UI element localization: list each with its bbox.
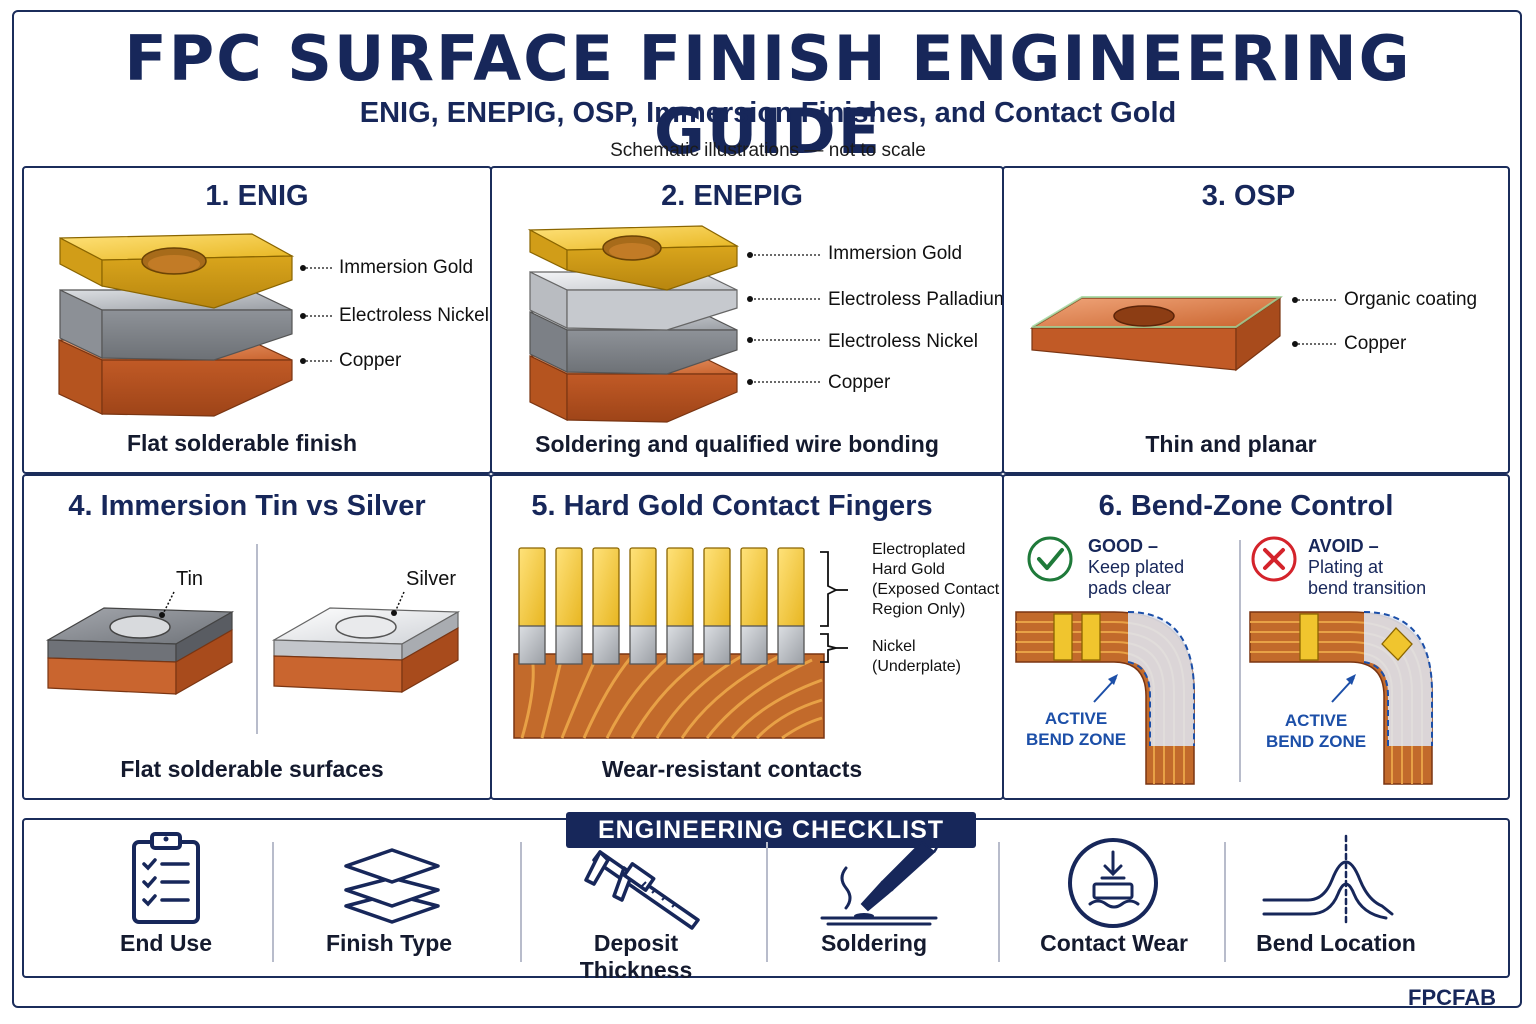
bend-zone-illustration: [1015, 536, 1433, 785]
contact-fingers-illustration: [513, 547, 848, 740]
silver-label: Silver: [406, 568, 457, 590]
enepig-stack-illustration: [527, 225, 820, 423]
tin-pad: [45, 607, 235, 696]
scale-note: Schematic illustrations — not to scale: [610, 140, 926, 161]
panel-caption: Thin and planar: [1145, 431, 1317, 457]
panel-enepig: 2. ENEPIG: [490, 166, 1010, 474]
layer-label: Electroless Nickel: [828, 331, 978, 352]
finger-nickel: [518, 625, 805, 665]
checklist-item-bend-location: Bend Location: [1256, 930, 1416, 956]
panel-hard-gold: 5. Hard Gold Contact Fingers: [490, 474, 1004, 800]
panel-caption: Wear-resistant contacts: [601, 756, 863, 782]
panel-title: 3. OSP: [1201, 180, 1296, 212]
gold-layer: [527, 225, 740, 291]
avoid-flex-bend: [1249, 611, 1433, 785]
layer-label: Immersion Gold: [828, 243, 963, 264]
x-circle-icon: [1251, 536, 1297, 582]
checklist-item-finish-type: Finish Type: [325, 930, 453, 956]
layer-label: Copper: [828, 372, 891, 393]
silver-pad: [271, 607, 461, 694]
bend-location-icon: [1262, 834, 1394, 928]
active-bend-zone-label: ACTIVE BEND ZONE: [1026, 709, 1127, 749]
panel-title: 1. ENIG: [205, 180, 309, 212]
good-note: GOOD – Keep plated pads clear: [1088, 536, 1185, 598]
checklist-item-deposit-thickness: Deposit Thickness: [579, 930, 693, 983]
gold-label: Electroplated Hard Gold (Exposed Contact…: [872, 541, 1000, 618]
check-circle-icon: [1027, 536, 1073, 582]
panel-bend-zone: 6. Bend-Zone Control: [1002, 474, 1510, 800]
panel-caption: Flat solderable surfaces: [120, 756, 384, 782]
active-bend-zone-label: ACTIVE BEND ZONE: [1266, 711, 1367, 751]
layer-label: Electroless Palladium: [828, 289, 1010, 310]
tin-label: Tin: [176, 568, 204, 590]
panel-osp: 3. OSP Organic coating Copper Thin and p…: [1002, 166, 1510, 474]
panel-title: 4. Immersion Tin vs Silver: [68, 490, 426, 522]
checklist-heading: ENGINEERING CHECKLIST: [566, 812, 976, 848]
divider: [520, 842, 522, 962]
caliper-icon: [584, 850, 700, 930]
checklist-item-end-use: End Use: [119, 930, 213, 956]
enig-stack-illustration: [58, 233, 332, 417]
contact-wear-icon: [1068, 838, 1158, 928]
tin-silver-illustration: [45, 544, 461, 734]
layer-label: Organic coating: [1344, 289, 1478, 310]
divider: [272, 842, 274, 962]
finger-gold: [518, 547, 805, 629]
panel-caption: Flat solderable finish: [126, 430, 358, 456]
checklist-item-soldering: Soldering: [820, 930, 928, 956]
page-title: FPC SURFACE FINISH ENGINEERING GUIDE: [124, 22, 1412, 168]
osp-illustration: [1029, 296, 1336, 372]
panel-caption: Soldering and qualified wire bonding: [535, 431, 939, 457]
page-subtitle: ENIG, ENEPIG, OSP, Immersion Finishes, a…: [359, 97, 1177, 129]
checklist-item-contact-wear: Contact Wear: [1040, 930, 1188, 956]
outer-frame: [12, 10, 1522, 1008]
panel-immersion: 4. Immersion Tin vs Silver Tin: [22, 474, 492, 800]
layer-label: Electroless Nickel: [339, 305, 489, 326]
soldering-iron-icon: [820, 839, 939, 926]
divider: [1224, 842, 1226, 962]
clipboard-checklist-icon: [132, 832, 200, 924]
layer-label: Immersion Gold: [339, 257, 474, 278]
brand-logo: FPCFAB: [1408, 985, 1496, 1010]
layers-icon: [344, 848, 440, 924]
nickel-label: Nickel (Underplate): [872, 638, 961, 675]
layer-label: Copper: [339, 350, 402, 371]
panel-title: 2. ENEPIG: [661, 180, 803, 212]
panel-enig: 1. ENIG Immersion Gold: [22, 166, 492, 474]
good-flex-bend: [1015, 611, 1195, 785]
copper-pad: [1029, 296, 1284, 372]
panel-title: 6. Bend-Zone Control: [1098, 490, 1394, 522]
avoid-note: AVOID – Plating at bend transition: [1308, 536, 1427, 598]
divider: [998, 842, 1000, 962]
divider: [766, 842, 768, 962]
gold-layer: [59, 233, 295, 309]
panel-title: 5. Hard Gold Contact Fingers: [531, 490, 933, 522]
layer-label: Copper: [1344, 333, 1407, 354]
